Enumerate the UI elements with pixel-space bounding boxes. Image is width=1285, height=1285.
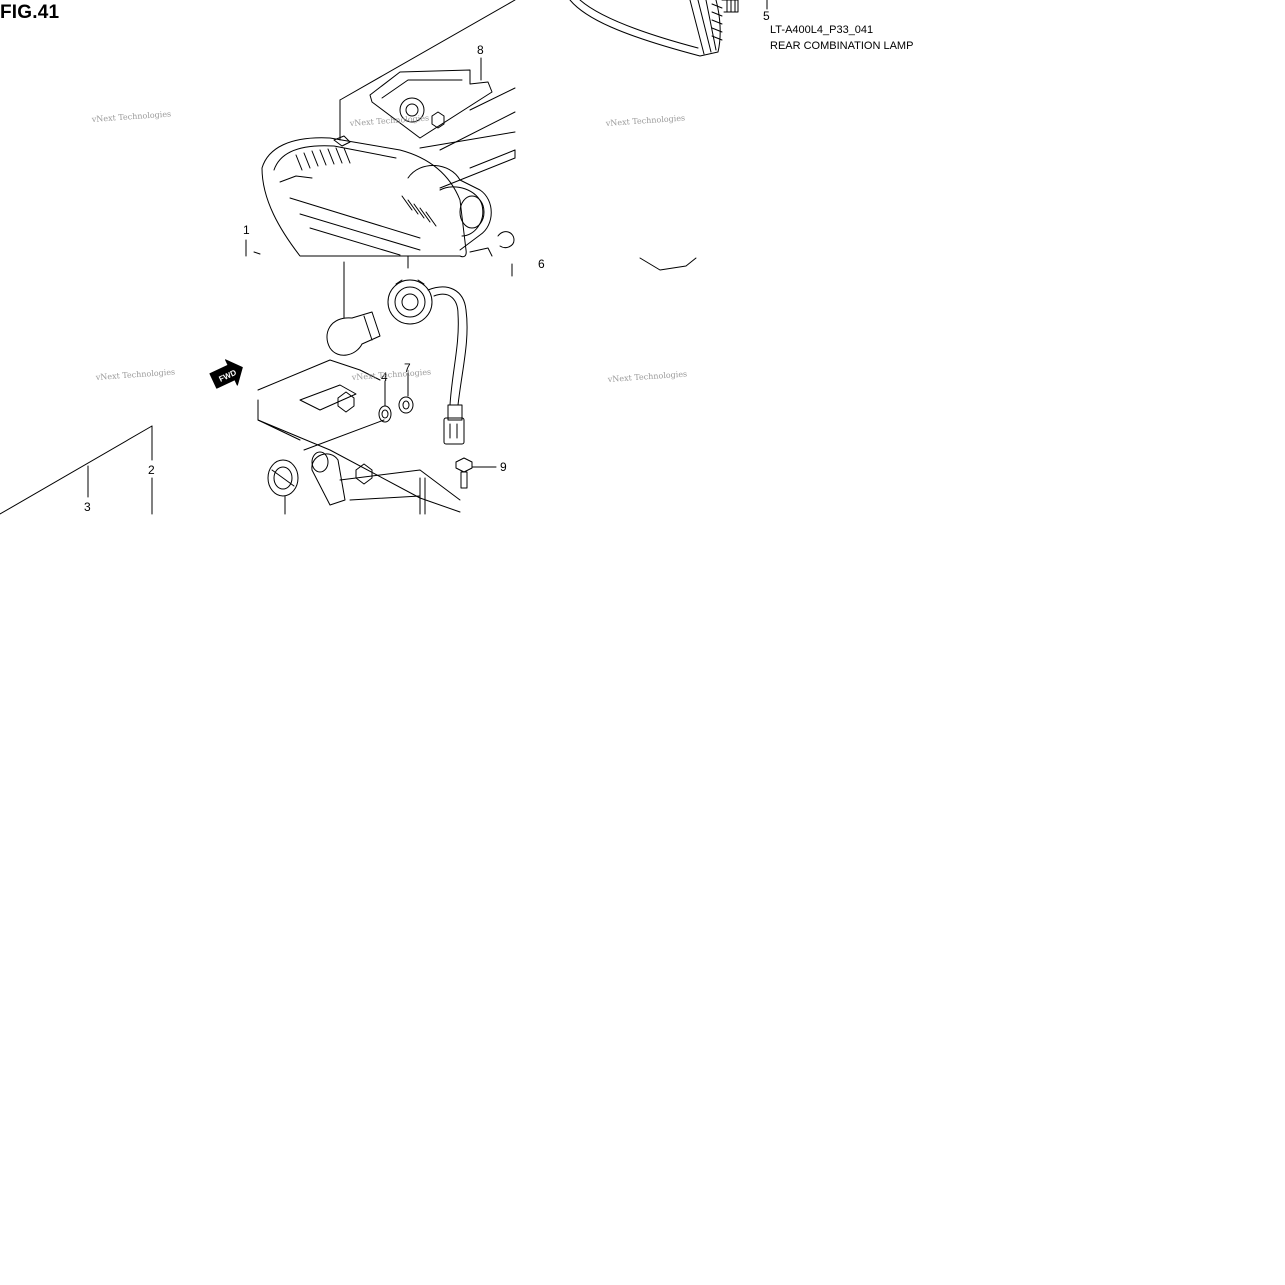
callout-7: 7 bbox=[404, 361, 411, 375]
clip-fragment bbox=[639, 257, 697, 271]
figure-title: FIG.41 bbox=[0, 2, 60, 23]
socket-harness bbox=[387, 279, 468, 445]
washers bbox=[378, 372, 414, 423]
grommet bbox=[267, 459, 299, 515]
watermarks: vNext Technologies vNext Technologies vN… bbox=[91, 109, 688, 384]
bracket bbox=[369, 57, 516, 151]
watermark-1: vNext Technologies bbox=[91, 109, 172, 124]
callout-8: 8 bbox=[477, 43, 484, 57]
leader-2-3 bbox=[0, 425, 153, 515]
lower-plate bbox=[257, 359, 461, 515]
bulb bbox=[326, 311, 381, 356]
watermark-5: vNext Technologies bbox=[351, 367, 432, 382]
watermark-2: vNext Technologies bbox=[349, 113, 430, 128]
callout-2: 2 bbox=[148, 463, 155, 477]
callout-9: 9 bbox=[500, 460, 507, 474]
callout-1: 1 bbox=[243, 223, 250, 237]
watermark-3: vNext Technologies bbox=[605, 113, 686, 128]
bolt bbox=[455, 457, 497, 489]
figure-name: REAR COMBINATION LAMP bbox=[770, 40, 914, 52]
callout-6: 6 bbox=[538, 257, 545, 271]
fwd-arrow-icon: FWD bbox=[209, 359, 243, 389]
frame-lines bbox=[245, 0, 516, 257]
watermark-6: vNext Technologies bbox=[607, 369, 688, 384]
watermark-4: vNext Technologies bbox=[95, 367, 176, 382]
callout-3: 3 bbox=[84, 500, 91, 514]
main-lamp-body bbox=[253, 131, 516, 258]
callout-5: 5 bbox=[763, 9, 770, 23]
upper-lamp-fragment bbox=[569, 0, 768, 57]
callout-4: 4 bbox=[381, 370, 388, 384]
figure-code: LT-A400L4_P33_041 bbox=[770, 24, 874, 36]
